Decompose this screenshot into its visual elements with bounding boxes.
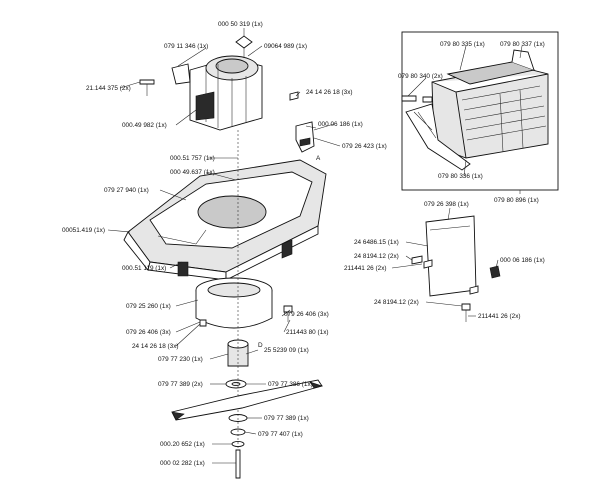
part-label: 09064 989 (1x) [264,43,307,50]
part-label: 000 50 319 (1x) [218,21,263,28]
part-label: 24 6486.15 (1x) [354,239,399,246]
part-label: 079 80 340 (2x) [398,73,443,80]
grass-catcher-inset [401,31,559,191]
part-label: 000.20 652 (1x) [160,441,205,448]
catcher-pins [401,95,433,103]
part-label: 079 77 389 (1x) [264,415,309,422]
part-label: 211441 26 (2x) [478,313,521,320]
part-label: 079 77 407 (1x) [258,431,303,438]
part-label: 24 14 26 18 (3x) [306,89,353,96]
engine-assembly [139,35,299,131]
part-label: 21.144 375 (2x) [86,85,131,92]
part-label: 079 80 335 (1x) [440,41,485,48]
part-label: 000 06 186 (1x) [318,121,363,128]
part-labels: 000 50 319 (1x) 079 11 346 (1x) 09064 98… [62,21,545,467]
grass-catcher-bag [431,49,549,159]
control-lever [295,121,335,153]
part-label: 211441 26 (2x) [344,265,387,272]
part-label: 079 25 260 (1x) [126,303,171,310]
part-label: 25 5239 09 (1x) [264,347,309,354]
part-label: 00051.419 (1x) [62,227,105,234]
part-label: 079 80 336 (1x) [438,173,483,180]
part-label: 000.51 119 (1x) [122,265,166,272]
part-label: 000.49 982 (1x) [122,122,167,129]
part-label: 079 26 406 (3x) [284,311,329,318]
part-label: 079 26 406 (3x) [126,329,171,336]
leader-lines [107,28,523,464]
part-label: 079 27 940 (1x) [104,187,149,194]
part-label: 24 8194.12 (2x) [374,299,419,306]
part-label: 000 49.637 (1x) [170,169,215,176]
part-label: 24 8194.12 (2x) [354,253,399,260]
callout-a: A [316,155,321,162]
part-label: 079 77 386 (1x) [268,381,313,388]
grass-catcher-frame [405,103,471,171]
rear-flap-assembly [411,215,501,322]
part-label: 079 77 389 (2x) [158,381,203,388]
part-label: 211443 80 (1x) [286,329,329,336]
part-label: 079 26 423 (1x) [342,143,387,150]
blade-housing-ring [195,277,293,329]
part-label: 079 11 346 (1x) [164,43,208,50]
part-label: 000 06 186 (1x) [500,257,545,264]
part-label: 24 14 26 18 (3x) [132,343,179,350]
mower-deck [123,159,327,281]
part-label: 000.51 757 (1x) [170,155,215,162]
part-label: 079 80 896 (1x) [494,197,539,204]
blade-adapter-stack [225,130,249,479]
part-label: 079 26 398 (1x) [424,201,469,208]
mower-blade [171,379,324,421]
callout-d: D [258,342,263,349]
part-label: 079 80 337 (1x) [500,41,545,48]
part-label: 079 77 230 (1x) [158,356,203,363]
part-label: 000 02 282 (1x) [160,460,205,467]
